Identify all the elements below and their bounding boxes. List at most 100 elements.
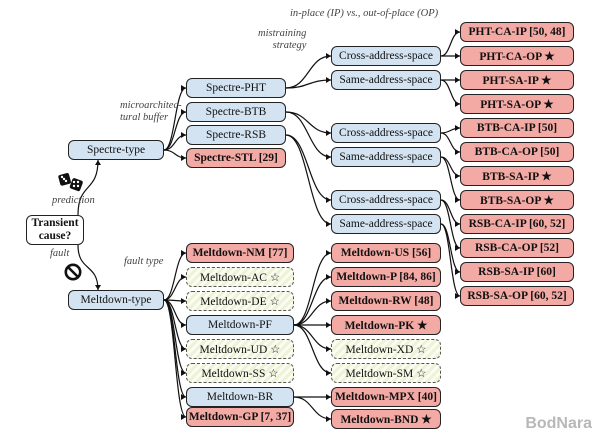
microarch-line2: tural buffer [120,112,169,123]
spectre-pht-node-to-pht-cross-node-arrowhead [326,53,331,59]
meltdown-pf-node-to-meltdown-xd-node [293,324,332,350]
spectre-rsb-node-to-rsb-same-node [285,134,332,225]
pht-cross-node-to-pht-ca-op-node-arrowhead [455,53,460,59]
no-entry-icon [64,263,82,281]
meltdown-type-node-to-meltdown-br-node-arrowhead [181,394,186,400]
rsb-sa-ip-node: RSB-SA-IP [60] [460,262,574,282]
meltdown-ud-node: Meltdown-UD ☆ [186,339,294,359]
meltdown-type-node-to-meltdown-pf-node-arrowhead [181,322,186,328]
btb-same-node-to-btb-sa-ip-node [440,156,461,177]
meltdown-type-node-to-meltdown-ud-node-arrowhead [181,346,186,352]
spectre-type-node-to-spectre-rsb-node-arrowhead [181,132,186,138]
meltdown-pf-node-to-meltdown-xd-node-arrowhead [326,346,331,352]
meltdown-pf-node-to-meltdown-p-node-arrowhead [326,274,331,280]
rsb-same-node-to-rsb-sa-ip-node-arrowhead [455,269,460,275]
spectre-btb-node-to-btb-cross-node-arrowhead [326,130,331,136]
meltdown-type-node-to-meltdown-gp-node [163,299,187,418]
meltdown-type-node-to-meltdown-ac-node-arrowhead [181,274,186,280]
fault-type-annotation: fault type [124,256,164,267]
spectre-rsb-node-to-rsb-cross-node [285,134,332,201]
btb-ca-ip-node: BTB-CA-IP [50] [460,118,574,138]
meltdown-p-node: Meltdown-P [84, 86] [331,267,441,287]
rsb-same-node-to-rsb-sa-op-node-arrowhead [455,293,460,299]
microarch-line1: microarchitec- [120,100,182,111]
spectre-btb-node-to-btb-cross-node [285,111,332,134]
spectre-pht-node-to-pht-cross-node [285,55,332,89]
pht-sa-op-node: PHT-SA-OP ★ [460,94,574,114]
meltdown-pf-node-to-meltdown-us-node [293,252,332,326]
meltdown-pf-node-to-meltdown-p-node [293,276,332,326]
spectre-rsb-node-to-rsb-cross-node-arrowhead [326,197,331,203]
meltdown-br-node: Meltdown-BR [186,387,294,407]
root-to-spectre [77,159,99,216]
meltdown-xd-node: Meltdown-XD ☆ [331,339,441,359]
spectre-pht-node-to-pht-same-node [285,79,332,89]
mistraining-line1: mistraining [258,28,307,39]
root-line2: cause? [38,230,72,242]
meltdown-pf-node: Meltdown-PF [186,315,294,335]
fault-label: fault [50,248,70,259]
spectre-btb-node-to-btb-same-node [285,111,332,158]
rsb-cross-node: Cross-address-space [331,190,441,210]
meltdown-bnd-node: Meltdown-BND ★ [331,409,441,429]
pht-cross-node-to-pht-ca-ip-node-arrowhead [455,29,460,35]
root-to-meltdown [77,244,99,291]
spectre-pht-node: Spectre-PHT [186,78,286,98]
pht-cross-node-to-pht-ca-ip-node [440,31,461,57]
meltdown-us-node: Meltdown-US [56] [331,243,441,263]
root-to-spectre-arrowhead [95,160,101,165]
meltdown-mpx-node: Meltdown-MPX [40] [331,387,441,407]
btb-same-node: Same-address-space [331,147,441,167]
btb-cross-node-to-btb-ca-op-node-arrowhead [455,149,460,155]
meltdown-type-node-to-meltdown-de-node-arrowhead [181,298,186,304]
rsb-cross-node-to-rsb-ca-ip-node-arrowhead [455,221,460,227]
meltdown-br-node-to-meltdown-bnd-node [293,396,332,420]
meltdown-br-node-to-meltdown-bnd-node-arrowhead [326,416,331,422]
spectre-type-node: Spectre-type [68,140,164,160]
meltdown-de-node: Meltdown-DE ☆ [186,291,294,311]
microarch-annotation: microarchitec- tural buffer [120,100,182,124]
spectre-type-node-to-spectre-pht-node-arrowhead [181,85,186,91]
meltdown-pk-node: Meltdown-PK ★ [331,315,441,335]
meltdown-type-node-to-meltdown-nm-node-arrowhead [181,250,186,256]
pht-ca-op-node: PHT-CA-OP ★ [460,46,574,66]
meltdown-ac-node: Meltdown-AC ☆ [186,267,294,287]
spectre-rsb-node: Spectre-RSB [186,125,286,145]
ip-op-annotation: in-place (IP) vs., out-of-place (OP) [290,8,439,19]
btb-same-node-to-btb-sa-op-node-arrowhead [455,197,460,203]
spectre-type-node-to-spectre-btb-node-arrowhead [181,109,186,115]
prediction-label: prediction [52,195,95,206]
btb-sa-op-node: BTB-SA-OP ★ [460,190,574,210]
meltdown-pf-node-to-meltdown-pk-node-arrowhead [326,322,331,328]
spectre-btb-node: Spectre-BTB [186,102,286,122]
meltdown-br-node-to-meltdown-mpx-node-arrowhead [326,394,331,400]
btb-sa-ip-node: BTB-SA-IP ★ [460,166,574,186]
meltdown-pf-node-to-meltdown-rw-node [293,300,332,326]
btb-cross-node: Cross-address-space [331,123,441,143]
rsb-sa-op-node: RSB-SA-OP [60, 52] [460,286,574,306]
spectre-type-node-to-spectre-stl-node-arrowhead [181,155,186,161]
pht-same-node-to-pht-sa-op-node-arrowhead [455,101,460,107]
spectre-btb-node-to-btb-same-node-arrowhead [326,154,331,160]
pht-same-node-to-pht-sa-ip-node-arrowhead [455,77,460,83]
meltdown-gp-node: Meltdown-GP [7, 37] [186,407,294,427]
meltdown-pf-node-to-meltdown-rw-node-arrowhead [326,298,331,304]
rsb-cross-node-to-rsb-ca-ip-node [440,199,461,225]
root-to-meltdown-arrowhead [95,285,101,290]
meltdown-sm-node: Meltdown-SM ☆ [331,363,441,383]
spectre-stl-node: Spectre-STL [29] [186,148,286,168]
btb-same-node-to-btb-sa-ip-node-arrowhead [455,173,460,179]
pht-cross-node: Cross-address-space [331,46,441,66]
btb-cross-node-to-btb-ca-op-node [440,132,461,153]
mistraining-annotation: mistraining strategy [258,28,306,52]
meltdown-nm-node: Meltdown-NM [77] [186,243,294,263]
rsb-same-node-to-rsb-sa-op-node [440,223,461,297]
meltdown-type-node-to-meltdown-ss-node-arrowhead [181,370,186,376]
watermark-logo: BodNara [525,415,592,432]
pht-sa-ip-node: PHT-SA-IP ★ [460,70,574,90]
mistraining-line2: strategy [272,40,307,51]
spectre-rsb-node-to-rsb-same-node-arrowhead [326,221,331,227]
meltdown-type-node: Meltdown-type [68,290,164,310]
btb-ca-op-node: BTB-CA-OP [50] [460,142,574,162]
